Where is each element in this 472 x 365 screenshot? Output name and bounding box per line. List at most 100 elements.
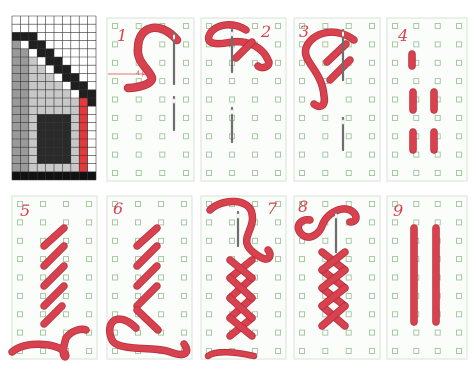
fabric-hole: [414, 79, 419, 84]
fabric-hole: [87, 220, 92, 225]
fabric-hole: [346, 79, 351, 84]
fabric-hole: [87, 202, 92, 207]
fabric-hole: [457, 238, 462, 243]
chart-cell: [62, 172, 70, 180]
fabric-hole: [184, 97, 189, 102]
chart-cell: [54, 114, 62, 122]
fabric-hole: [136, 115, 141, 120]
fabric-hole: [370, 171, 375, 176]
chart-cell: [54, 57, 62, 65]
chart-cell: [20, 32, 28, 40]
needle-eye: [231, 32, 233, 37]
fabric-hole: [346, 293, 351, 298]
chart-cell: [88, 172, 96, 180]
needle-eye: [342, 120, 344, 125]
fabric-hole: [435, 349, 440, 354]
step-panel-7: [201, 196, 286, 359]
fabric-hole: [323, 202, 328, 207]
chart-cell: [12, 65, 20, 73]
fabric-hole: [41, 220, 46, 225]
step-panel-9: [387, 196, 467, 359]
fabric-hole: [276, 257, 281, 262]
fabric-hole: [160, 79, 165, 84]
fabric-hole: [113, 220, 118, 225]
fabric-hole: [64, 312, 69, 317]
fabric-hole: [414, 171, 419, 176]
step-label-4: 4: [398, 28, 408, 44]
needle-eye: [173, 99, 175, 104]
fabric-hole: [41, 330, 46, 335]
fabric-hole: [323, 115, 328, 120]
chart-cell: [12, 106, 20, 114]
chart-cell: [79, 82, 87, 90]
chart-cell: [37, 164, 45, 172]
chart-cell: [79, 90, 87, 98]
fabric-hole: [41, 312, 46, 317]
chart-cell: [12, 82, 20, 90]
step-label-6: 6: [113, 201, 123, 217]
fabric-hole: [253, 134, 258, 139]
fabric-hole: [159, 220, 164, 225]
fabric-hole: [300, 275, 305, 280]
chart-cell: [12, 41, 20, 49]
fabric-hole: [136, 171, 141, 176]
fabric-hole: [253, 79, 258, 84]
chart-cell: [46, 82, 54, 90]
fabric-hole: [276, 79, 281, 84]
fabric-hole: [346, 312, 351, 317]
fabric-hole: [276, 275, 281, 280]
fabric-hole: [182, 330, 187, 335]
chart-cell: [79, 164, 87, 172]
chart-cell: [20, 49, 28, 57]
fabric-hole: [276, 349, 281, 354]
chart-cell: [29, 57, 37, 65]
chart-cell: [37, 147, 45, 155]
fabric-hole: [457, 171, 462, 176]
fabric-hole: [207, 152, 212, 157]
fabric-hole: [457, 220, 462, 225]
chart-cell: [79, 155, 87, 163]
fabric-hole: [457, 134, 462, 139]
fabric-hole: [207, 257, 212, 262]
fabric-hole: [393, 257, 398, 262]
fabric-hole: [370, 79, 375, 84]
fabric-hole: [87, 293, 92, 298]
fabric-hole: [184, 79, 189, 84]
fabric-hole: [184, 60, 189, 65]
chart-cell: [29, 32, 37, 40]
fabric-hole: [414, 42, 419, 47]
chart-cell: [29, 155, 37, 163]
fabric-hole: [393, 134, 398, 139]
chart-cell: [62, 98, 70, 106]
fabric-hole: [184, 24, 189, 29]
chart-cell: [29, 139, 37, 147]
fabric-hole: [113, 115, 118, 120]
fabric-hole: [370, 152, 375, 157]
fabric-hole: [393, 79, 398, 84]
chart-cell: [29, 147, 37, 155]
fabric-hole: [346, 275, 351, 280]
chart-cell: [12, 164, 20, 172]
fabric-hole: [435, 330, 440, 335]
chart-cell: [37, 41, 45, 49]
fabric-hole: [207, 220, 212, 225]
chart-cell: [71, 147, 79, 155]
fabric-hole: [435, 220, 440, 225]
chart-cell: [29, 65, 37, 73]
fabric-hole: [346, 115, 351, 120]
chart-cell: [54, 139, 62, 147]
fabric-hole: [18, 257, 23, 262]
chart-cell: [29, 98, 37, 106]
chart-cell: [12, 57, 20, 65]
fabric-hole: [207, 79, 212, 84]
fabric-hole: [370, 257, 375, 262]
fabric-hole: [300, 293, 305, 298]
fabric-hole: [230, 171, 235, 176]
chart-cell: [37, 98, 45, 106]
fabric-hole: [182, 257, 187, 262]
chart-cell: [62, 114, 70, 122]
chart-cell: [54, 164, 62, 172]
fabric-hole: [41, 293, 46, 298]
chart-cell: [37, 155, 45, 163]
